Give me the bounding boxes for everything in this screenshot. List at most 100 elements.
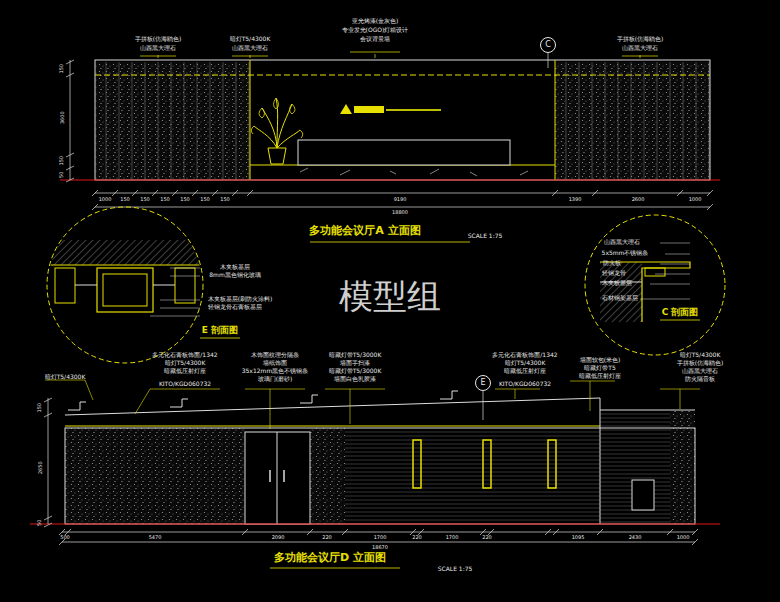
stripe [600,514,670,515]
material-note: 墙面软包(米色) [580,357,621,364]
dimension: 1000 [689,197,702,203]
dimension: 9190 [394,197,407,203]
stripe [345,500,600,501]
stone-veins [300,168,528,176]
material-note: 专业发光(OGO)灯箱设计 [342,27,409,34]
section-marker: E [475,375,491,391]
stone-panel [555,62,710,180]
dimension-line [95,207,710,208]
detail-title: C 剖面图 [662,308,699,318]
cabinet [632,480,654,510]
dimension-ticks [44,398,52,527]
stripe [600,446,670,447]
stripe [236,62,237,180]
tick [172,190,178,196]
stripe [709,62,710,180]
tick [152,190,158,196]
dimension: 150 [140,197,150,203]
stripe [345,504,600,505]
dimension: 150 [200,197,210,203]
material-note: 木夹板基层(刷防火涂料) [208,296,273,303]
material-note: 多元化石膏板饰面/1342 [492,352,557,359]
title-underline [310,242,470,243]
stripe [600,430,670,431]
material-note: 轻钢龙骨石膏板基层 [208,304,262,311]
panel-edge [250,60,251,180]
logo-mark [340,104,352,114]
tick [307,529,313,535]
dimension: 1000 [99,197,112,203]
tick [242,529,248,535]
stone-panel [670,410,695,524]
dimension: 2430 [629,535,642,541]
light-column [548,440,556,488]
stripe [600,450,670,451]
material-note: 玻璃门(磨砂) [258,376,293,383]
stripe [345,476,600,477]
steel-strip [645,268,665,276]
dimension-line [70,60,71,180]
stripe [345,468,600,469]
material-note: 暗藏灯带T5 [584,365,615,372]
drawing-title: 多功能会议厅A 立面图 [309,225,420,237]
elevation-a [60,52,720,242]
stripe [566,62,567,180]
dimension-line [62,542,695,543]
stripe [119,62,120,180]
stripe [600,422,670,423]
material-note: 暗灯T5/4300K [165,360,206,367]
dimension: 2600 [632,197,645,203]
material-note: 暗灯T5/4300K [45,374,86,381]
stripe [600,466,670,467]
stripe [345,444,600,445]
stripe [345,456,600,457]
stripe [600,522,670,523]
tick [552,190,558,196]
dimension: 150 [220,197,230,203]
stripe [345,472,600,473]
detail-circle [585,215,725,355]
stripe [600,434,670,435]
material-note: 35x12mm黑色不锈钢条 [242,368,309,375]
material-note: 山西黑大理石 [622,45,658,52]
tick [545,529,551,535]
stripe [579,62,580,180]
material-note: 多元化石膏板饰面/1342 [152,352,217,359]
dimension: 150 [59,64,65,74]
scale-note: SCALE 1:75 [438,566,473,573]
stripe [683,62,684,180]
stripe [696,62,697,180]
dimension: 150 [37,403,43,413]
dimension: 2090 [272,535,285,541]
dimension: 18670 [372,545,388,551]
stripe [631,62,632,180]
dimension: 220 [482,535,492,541]
material-note: 山西黑大理石 [140,45,176,52]
stripe [592,62,593,180]
material-note: 山西黑大理石 [232,45,268,52]
material-note: KITO/KGD060732 [499,381,551,388]
drawing-title: 多功能会议厅D 立面图 [274,552,386,564]
tick [597,529,603,535]
stripe [644,62,645,180]
detail-title: E 剖面图 [202,326,238,336]
dimension: 150 [120,197,130,203]
stripe [600,438,670,439]
detail-c [585,215,725,355]
stripe [345,496,600,497]
plant-pot [268,148,286,164]
dimension: 50 [37,520,43,526]
title-underline [270,568,400,569]
logo [340,104,441,114]
section-leader [548,53,549,68]
elevation-d [30,380,720,568]
stripe [345,488,600,489]
plant-leaves [251,98,303,138]
dimension: 3600 [59,111,65,124]
marker-letter: E [480,379,485,387]
dimension: 150 [180,197,190,203]
leader-line [158,54,640,58]
section-line [153,285,175,286]
panel-stripes [106,62,709,180]
frame [97,268,153,312]
